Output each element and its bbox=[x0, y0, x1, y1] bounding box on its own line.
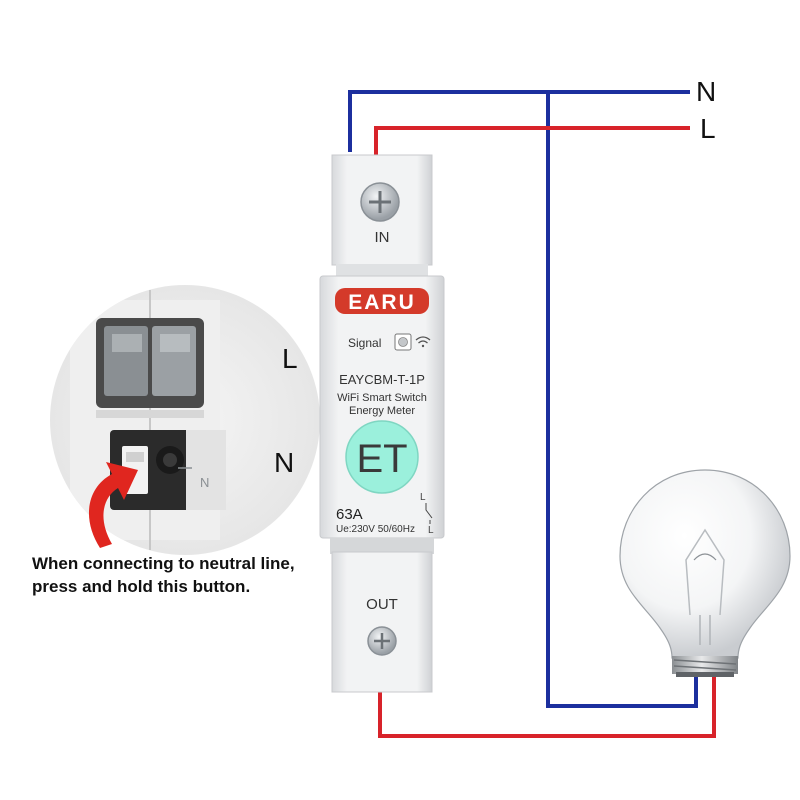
curved-arrow-icon bbox=[88, 462, 138, 548]
description-line-1: WiFi Smart Switch bbox=[337, 392, 427, 404]
brand-badge bbox=[335, 288, 429, 314]
switch-symbol-icon bbox=[425, 503, 433, 524]
control-button[interactable] bbox=[345, 420, 419, 494]
terminal-out-label: OUT bbox=[366, 596, 398, 613]
inset-terminal-mark: N bbox=[200, 475, 209, 490]
switch-mark-bottom: L bbox=[428, 525, 434, 536]
instruction-text: When connecting to neutral line, press a… bbox=[32, 552, 332, 598]
terminal-in-label: IN bbox=[375, 229, 390, 246]
terminal-inset: N bbox=[50, 285, 320, 555]
voltage-label: Ue:230V 50/60Hz bbox=[336, 524, 415, 535]
inset-live-label: L bbox=[282, 343, 298, 374]
light-bulb-icon bbox=[619, 469, 791, 677]
description-line-2: Energy Meter bbox=[349, 405, 415, 417]
led-indicator-icon bbox=[394, 333, 412, 351]
brand-logo: EARU bbox=[348, 291, 416, 314]
live-label: L bbox=[700, 113, 716, 144]
instruction-line-2: press and hold this button. bbox=[32, 577, 251, 596]
smart-breaker: IN EARU Signal EAYCBM-T-1P WiFi Smart Sw… bbox=[319, 154, 445, 693]
inset-neutral-label: N bbox=[274, 447, 294, 478]
instruction-line-1: When connecting to neutral line, bbox=[32, 554, 295, 573]
wifi-icon bbox=[415, 336, 431, 348]
button-logo: ET bbox=[356, 437, 407, 481]
signal-label: Signal bbox=[348, 336, 381, 350]
neutral-label: N bbox=[696, 76, 716, 107]
screw-terminal-out-icon bbox=[367, 626, 397, 656]
rating-label: 63A bbox=[336, 506, 363, 523]
switch-mark-top: L bbox=[420, 492, 426, 503]
model-label: EAYCBM-T-1P bbox=[339, 372, 425, 387]
screw-terminal-icon bbox=[360, 182, 400, 222]
